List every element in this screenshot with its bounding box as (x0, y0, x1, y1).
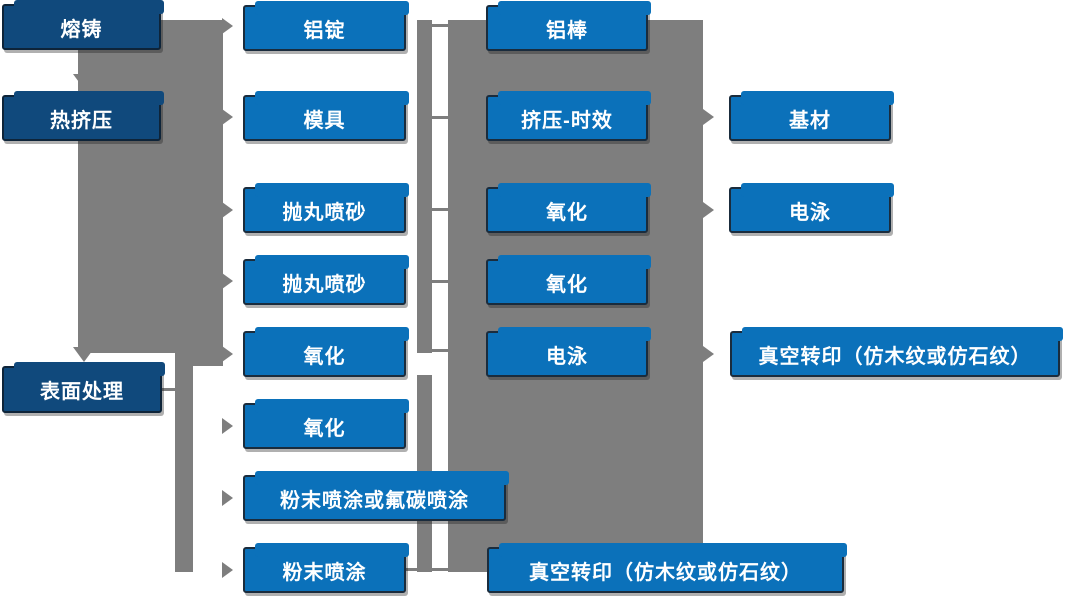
arrow-to-aluminum-ingot-icon (222, 18, 233, 34)
arrow-to-base-material-icon (703, 109, 714, 125)
node-shot-blasting-1: 抛丸喷砂 (243, 183, 409, 233)
mid-connector-row5 (432, 349, 448, 352)
node-melting-casting: 熔铸 (2, 0, 164, 50)
node-oxidation-1: 氧化 (243, 327, 409, 377)
left-trunk-band-step (175, 353, 223, 366)
node-powder-coating: 粉末喷涂 (243, 543, 409, 593)
node-oxidation-2: 氧化 (243, 399, 409, 449)
node-vacuum-transfer-1: 真空转印（仿木纹或仿石纹） (730, 327, 1063, 377)
node-electrophoresis-2: 电泳 (729, 183, 894, 233)
arrow-to-oxidation-2-icon (222, 418, 233, 434)
node-electrophoresis-1: 电泳 (486, 327, 651, 377)
mid-connector-row1 (432, 24, 448, 27)
mid-connector-row2 (432, 116, 448, 119)
node-shot-blasting-2: 抛丸喷砂 (243, 255, 409, 305)
node-surface-treatment: 表面处理 (2, 362, 165, 413)
node-oxidation-3: 氧化 (486, 183, 651, 233)
arrow-to-die-icon (222, 109, 233, 125)
surface-treatment-connector (161, 388, 175, 391)
node-oxidation-4: 氧化 (486, 255, 651, 305)
node-extrusion-aging: 挤压-时效 (486, 91, 651, 141)
node-hot-extrusion: 热挤压 (2, 91, 164, 141)
node-powder-or-fluorocarbon-coating: 粉末喷涂或氟碳喷涂 (243, 471, 509, 521)
arrow-to-vacuum-transfer-1-icon (703, 346, 714, 362)
left-trunk-band (78, 20, 223, 353)
powder-coating-connector (405, 568, 417, 571)
node-vacuum-transfer-2: 真空转印（仿木纹或仿石纹） (487, 543, 847, 593)
node-base-material: 基材 (729, 91, 894, 141)
node-aluminum-rod: 铝棒 (486, 1, 651, 51)
arrow-to-shot-blasting-1-icon (222, 202, 233, 218)
left-trunk-band-lower (175, 366, 193, 572)
arrow-to-electrophoresis-2-icon (703, 202, 714, 218)
arrow-to-powder-or-fluorocarbon-icon (222, 490, 233, 506)
mid-connector-row4 (432, 280, 448, 283)
node-die: 模具 (243, 91, 409, 141)
mid-trunk-band-upper (417, 20, 432, 353)
node-aluminum-ingot: 铝锭 (243, 1, 409, 51)
mid-connector-row8 (432, 568, 448, 571)
arrow-to-shot-blasting-2-icon (222, 273, 233, 289)
arrow-to-oxidation-1-icon (222, 346, 233, 362)
mid-connector-row3 (432, 208, 448, 211)
arrow-to-powder-coating-icon (222, 562, 233, 578)
